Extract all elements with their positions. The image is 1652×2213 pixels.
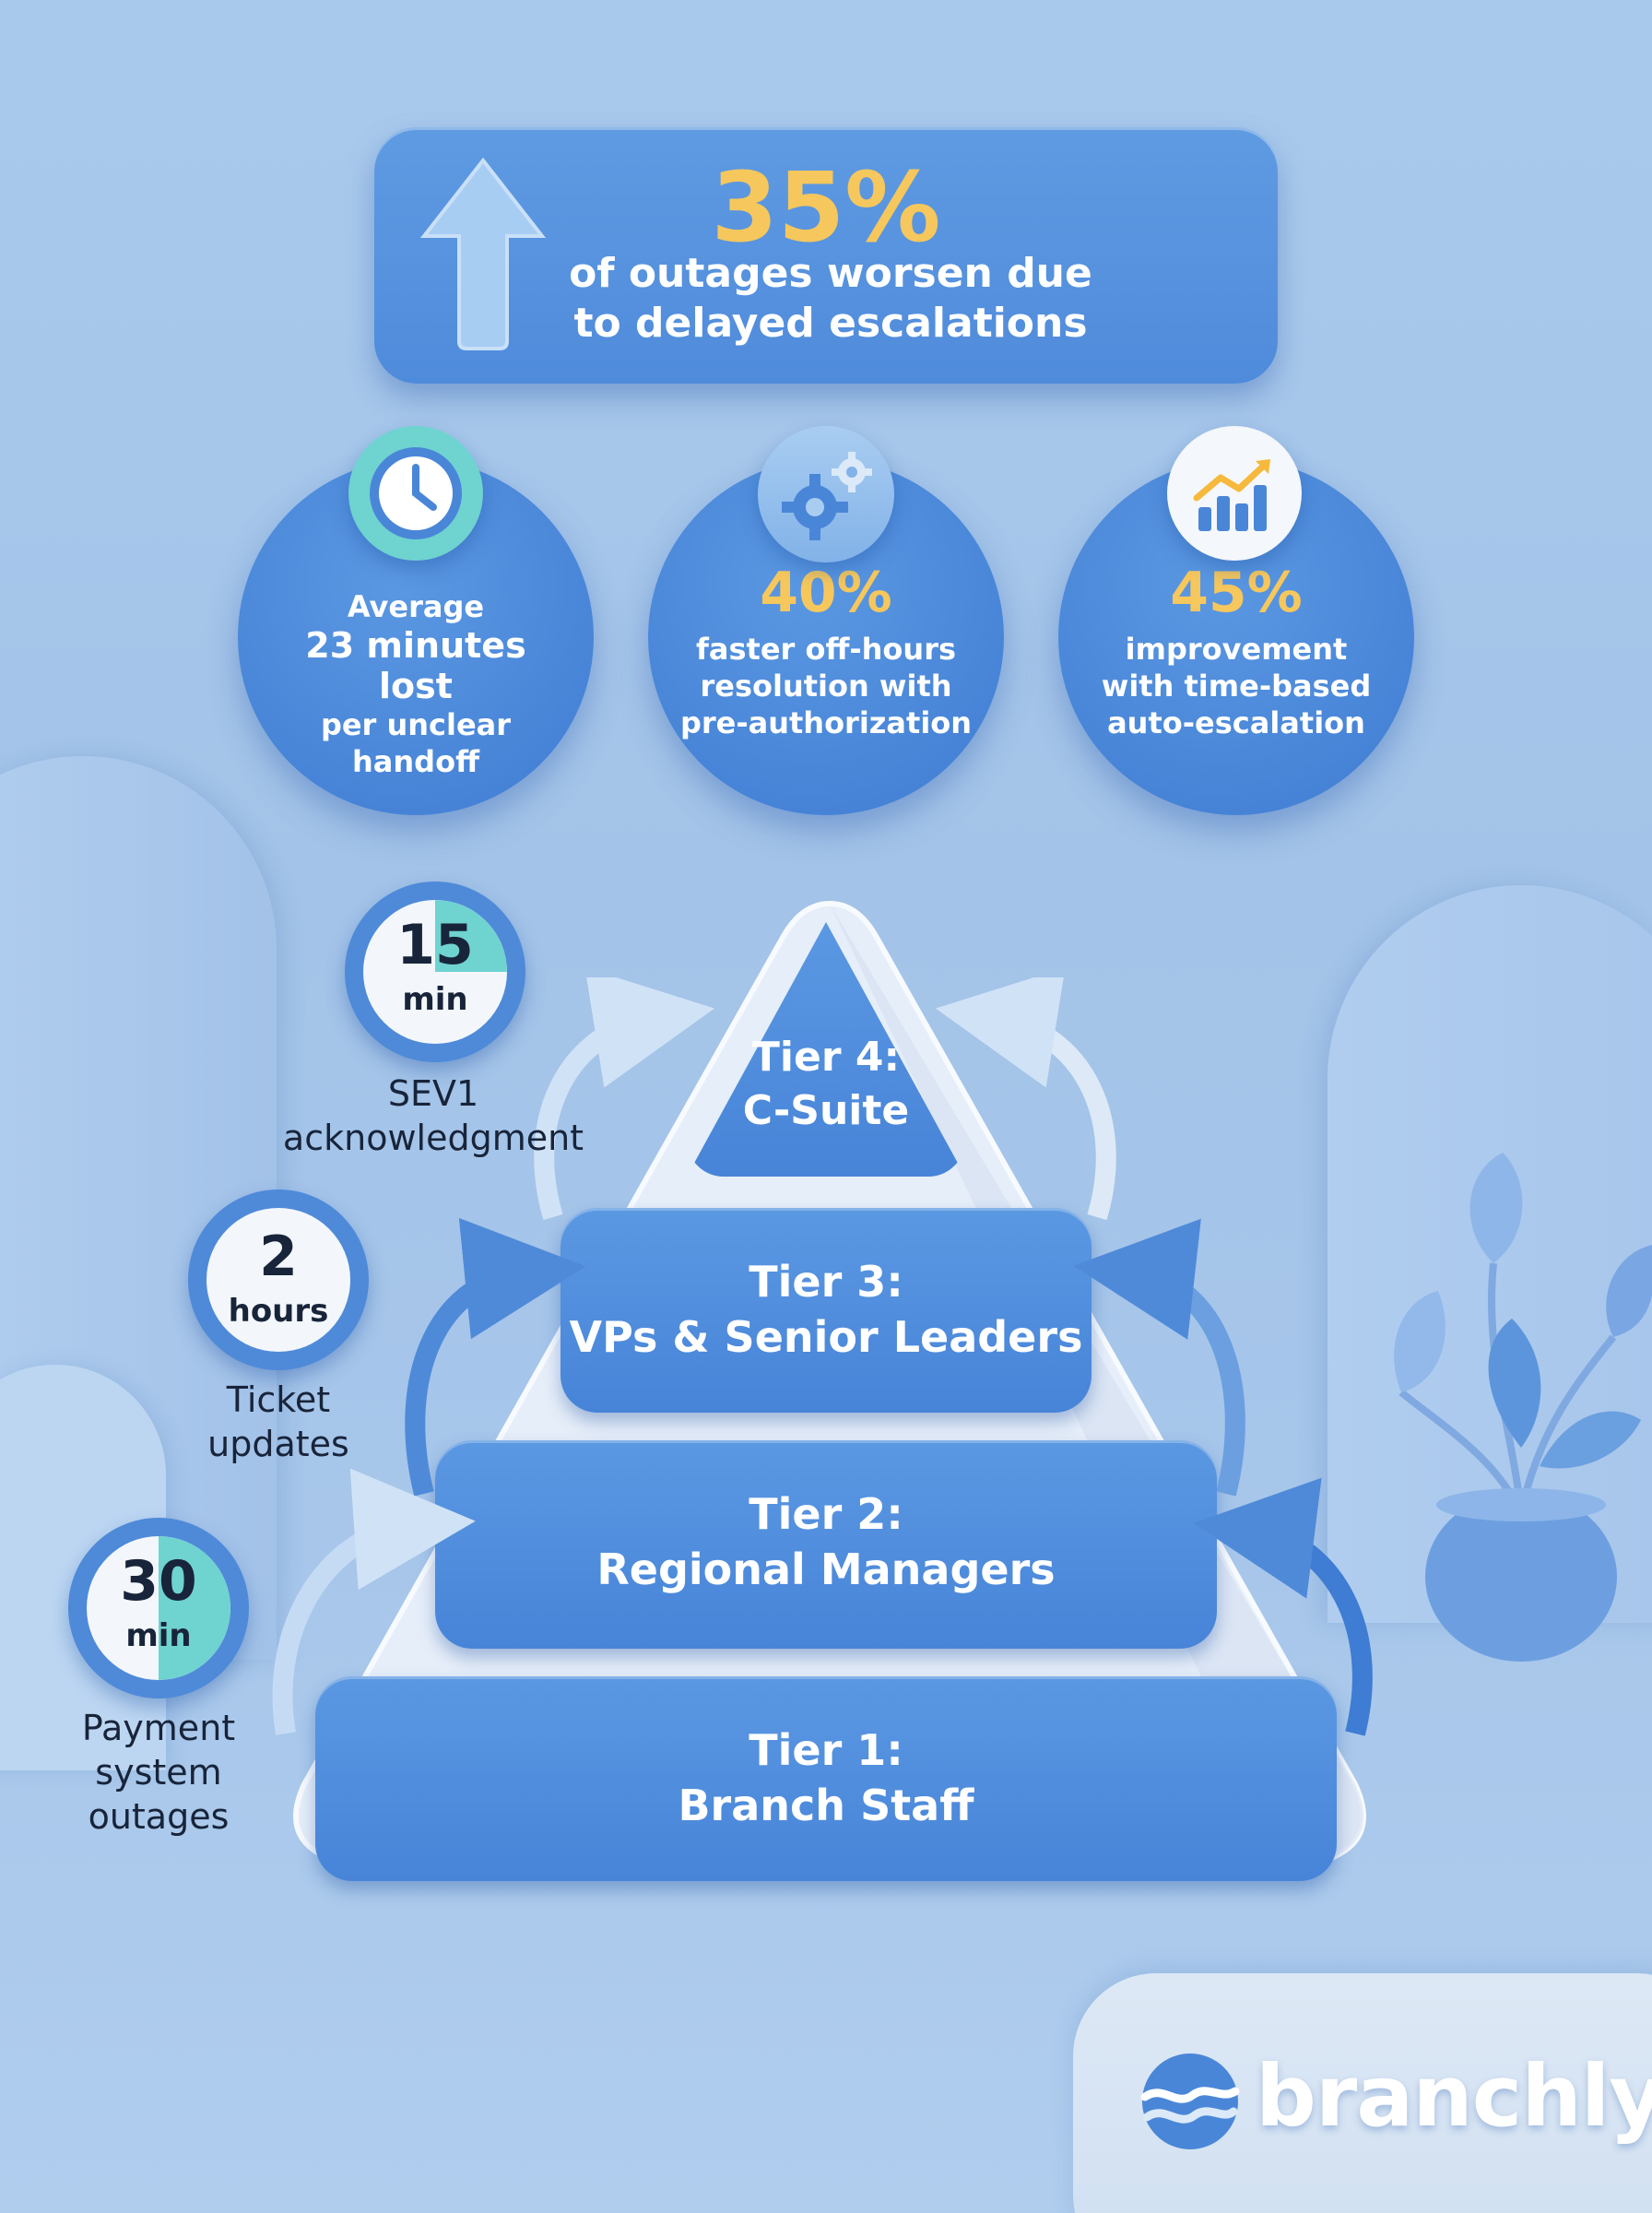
timer-payment-label: Payment system outages	[20, 1706, 297, 1839]
tier-4-label: Tier 4: C-Suite	[687, 1031, 965, 1169]
timer-sev1-fill	[435, 900, 507, 972]
timer-ticket-label: Ticket updates	[140, 1378, 417, 1466]
timer-sev1-face: 15 min	[363, 900, 507, 1044]
timer-ticket-unit: hours	[228, 1293, 329, 1330]
timer-payment-fill	[159, 1536, 230, 1680]
timer-sev1-label-line-2: acknowledgment	[282, 1118, 584, 1158]
timer-payment-unit: min	[125, 1617, 192, 1654]
escalation-arrows	[272, 977, 1373, 1736]
timer-ticket-value: 2	[259, 1225, 298, 1289]
timer-ticket-label-line-1: Ticket	[226, 1379, 331, 1420]
stat-1-line-2: 23 minutes lost	[305, 625, 526, 706]
stat-3-line-3: auto-escalation	[1107, 705, 1365, 740]
tier-1-title: Branch Staff	[678, 1781, 974, 1830]
banner-line-1: of outages worsen due	[569, 250, 1092, 297]
stat-2-line-1: faster off-hours	[695, 632, 957, 667]
timer-ticket-label-line-2: updates	[207, 1424, 349, 1464]
stat-3-line-1: improvement	[1125, 632, 1348, 667]
tier-2-name: Tier 2:	[749, 1489, 903, 1539]
timer-sev1: 15 min	[345, 882, 525, 1062]
growth-chart-icon	[1167, 426, 1302, 561]
arrow-to-tier-4-left	[534, 977, 715, 1221]
stat-2-percent: 40%	[760, 561, 892, 625]
timer-sev1-label: SEV1 acknowledgment	[258, 1071, 608, 1160]
tier-4-title: C-Suite	[742, 1087, 910, 1134]
stat-1-line-1: Average	[347, 589, 485, 624]
tier-3-name: Tier 3:	[749, 1257, 903, 1307]
stat-3-line-2: with time-based	[1101, 669, 1372, 704]
arrow-to-tier-3-left	[405, 1217, 586, 1497]
stat-off-hours: 40% faster off-hours resolution with pre…	[648, 459, 1004, 815]
tier-2-shape: Tier 2: Regional Managers	[435, 1440, 1217, 1649]
banner-description: of outages worsen due to delayed escalat…	[540, 249, 1121, 349]
tier-2-title: Regional Managers	[596, 1544, 1056, 1594]
tier-1-name: Tier 1:	[749, 1725, 903, 1775]
arrow-to-tier-3-right	[1073, 1218, 1245, 1497]
stat-1-line-3: per unclear	[320, 707, 512, 742]
timer-sev1-unit: min	[402, 981, 468, 1018]
arrow-to-tier-2-right	[1193, 1477, 1373, 1736]
tier-1-shape: Tier 1: Branch Staff	[315, 1676, 1337, 1881]
plant-decoration-icon	[1394, 1153, 1652, 1662]
banner-percent: 35%	[711, 151, 941, 264]
escalation-banner: 35% of outages worsen due to delayed esc…	[374, 127, 1278, 384]
timer-ticket-updates: 2 hours	[188, 1189, 369, 1370]
tier-4-name: Tier 4:	[751, 1034, 901, 1081]
tier-3-shape: Tier 3: VPs & Senior Leaders	[560, 1208, 1092, 1413]
arrow-to-tier-4-right	[935, 977, 1116, 1221]
arrow-to-tier-2-left	[272, 1468, 476, 1735]
tier-3-title: VPs & Senior Leaders	[569, 1312, 1083, 1362]
stat-2-line-3: pre-authorization	[679, 705, 973, 740]
banner-line-2: to delayed escalations	[573, 300, 1088, 347]
wave-logo-icon	[1140, 2053, 1240, 2149]
stat-2-line-2: resolution with	[700, 669, 952, 704]
brand-name: branchly	[1256, 2047, 1652, 2146]
timer-payment-value: 30	[120, 1549, 197, 1614]
stat-3-percent: 45%	[1170, 561, 1303, 625]
timer-payment-label-line-1: Payment	[81, 1708, 236, 1748]
timer-payment-face: 30 min	[87, 1536, 230, 1680]
timer-ticket-face: 2 hours	[206, 1208, 350, 1352]
timer-sev1-value: 15	[396, 913, 474, 977]
up-arrow-icon	[419, 157, 547, 350]
timer-payment-label-line-2: system	[95, 1752, 222, 1793]
timer-payment-label-line-3: outages	[88, 1796, 230, 1837]
clock-icon	[348, 426, 483, 561]
timer-sev1-label-line-1: SEV1	[387, 1073, 479, 1114]
timer-payment-outages: 30 min	[68, 1518, 249, 1698]
stat-1-line-4: handoff	[352, 744, 479, 779]
gears-icon	[758, 426, 894, 562]
